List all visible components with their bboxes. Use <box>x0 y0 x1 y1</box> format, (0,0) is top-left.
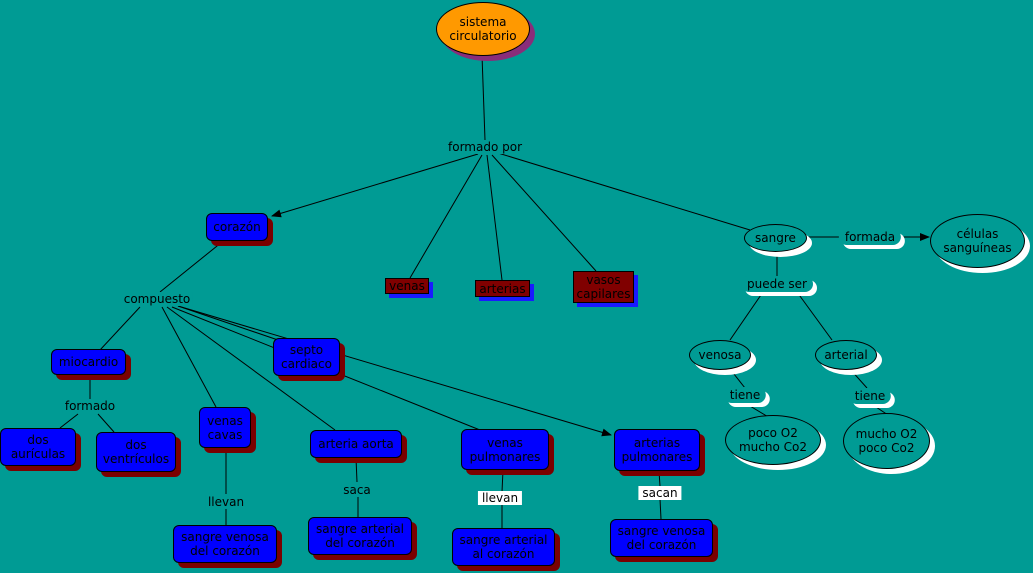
node-venas-cavas[interactable]: venas cavas <box>199 407 251 448</box>
node-venas[interactable]: venas <box>385 278 429 294</box>
node-dos-auriculas[interactable]: dos aurículas <box>0 428 76 466</box>
edge-puede-arterial <box>796 291 833 341</box>
link-llevan-cavas: llevan <box>205 495 247 509</box>
edge-formado-corazon <box>271 153 479 218</box>
node-arterias-pulmonares[interactable]: arterias pulmonares <box>614 429 700 471</box>
edge-puede-venosa <box>729 291 764 341</box>
edge-formado-vasos <box>491 154 597 272</box>
edge-compuesto-miocardio <box>99 306 141 351</box>
link-puede-ser: puede ser <box>741 276 813 292</box>
node-miocardio[interactable]: miocardio <box>51 349 126 375</box>
link-formado: formado <box>62 399 118 413</box>
link-tiene-arterial: tiene <box>848 388 892 404</box>
edge-formado-arterias <box>486 154 503 281</box>
link-compuesto: compuesto <box>121 292 193 306</box>
node-septo-cardiaco[interactable]: septo cardiaco <box>273 338 340 376</box>
edge-corazon-compuesto <box>159 241 223 293</box>
link-saca: saca <box>341 483 373 497</box>
edge-formado-auriculas <box>59 413 79 429</box>
edge-compuesto-arteriaspulm <box>177 305 612 437</box>
edge-compuesto-venascavas <box>161 306 217 408</box>
node-arteria-aorta[interactable]: arteria aorta <box>310 430 402 458</box>
link-sacan: sacan <box>638 486 682 500</box>
node-mucho-o2-poco-co2[interactable]: mucho O2 poco Co2 <box>843 413 930 469</box>
node-arterias[interactable]: arterias <box>475 280 530 297</box>
edge-formado-ventriculos <box>97 413 115 433</box>
edge-formado-sangre <box>497 152 751 231</box>
link-tiene-venosa: tiene <box>723 387 767 403</box>
edge-compuesto-septo <box>177 305 279 341</box>
edge-venaspulm-llevan <box>501 469 504 493</box>
node-venosa[interactable]: venosa <box>689 340 751 370</box>
link-formado-por: formado por <box>446 140 524 154</box>
node-sangre-venosa-del-corazon-1[interactable]: sangre venosa del corazón <box>173 525 277 563</box>
edge-formado-venas <box>409 154 483 279</box>
node-sangre-venosa-del-corazon-2[interactable]: sangre venosa del corazón <box>610 519 713 557</box>
link-formada: formada <box>838 229 902 245</box>
node-vasos-capilares[interactable]: vasos capilares <box>573 271 634 303</box>
node-sangre[interactable]: sangre <box>744 224 807 252</box>
edge-sacan-sangre <box>659 498 662 520</box>
edge-compuesto-aorta <box>166 306 336 431</box>
node-poco-o2-mucho-co2[interactable]: poco O2 mucho Co2 <box>725 415 821 465</box>
node-arterial[interactable]: arterial <box>815 340 877 370</box>
node-celulas-sanguineas[interactable]: células sanguíneas <box>930 214 1025 268</box>
node-dos-ventriculos[interactable]: dos ventrículos <box>96 432 176 472</box>
edge-aorta-saca <box>355 457 358 483</box>
link-llevan-pulmonares: llevan <box>477 491 523 505</box>
node-venas-pulmonares[interactable]: venas pulmonares <box>461 429 549 470</box>
edge-arterial-tiene <box>849 368 868 389</box>
node-sangre-arterial-al-corazon[interactable]: sangre arterial al corazón <box>452 528 555 566</box>
edge-arteriaspulm-sacan <box>658 470 661 487</box>
edge-root-formado <box>481 54 486 141</box>
node-sangre-arterial-del-corazon[interactable]: sangre arterial del corazón <box>308 517 412 555</box>
edge-venosa-tiene <box>729 368 746 389</box>
root-node-sistema-circulatorio[interactable]: sistema circulatorio <box>436 2 530 56</box>
node-corazon[interactable]: corazón <box>206 213 268 241</box>
